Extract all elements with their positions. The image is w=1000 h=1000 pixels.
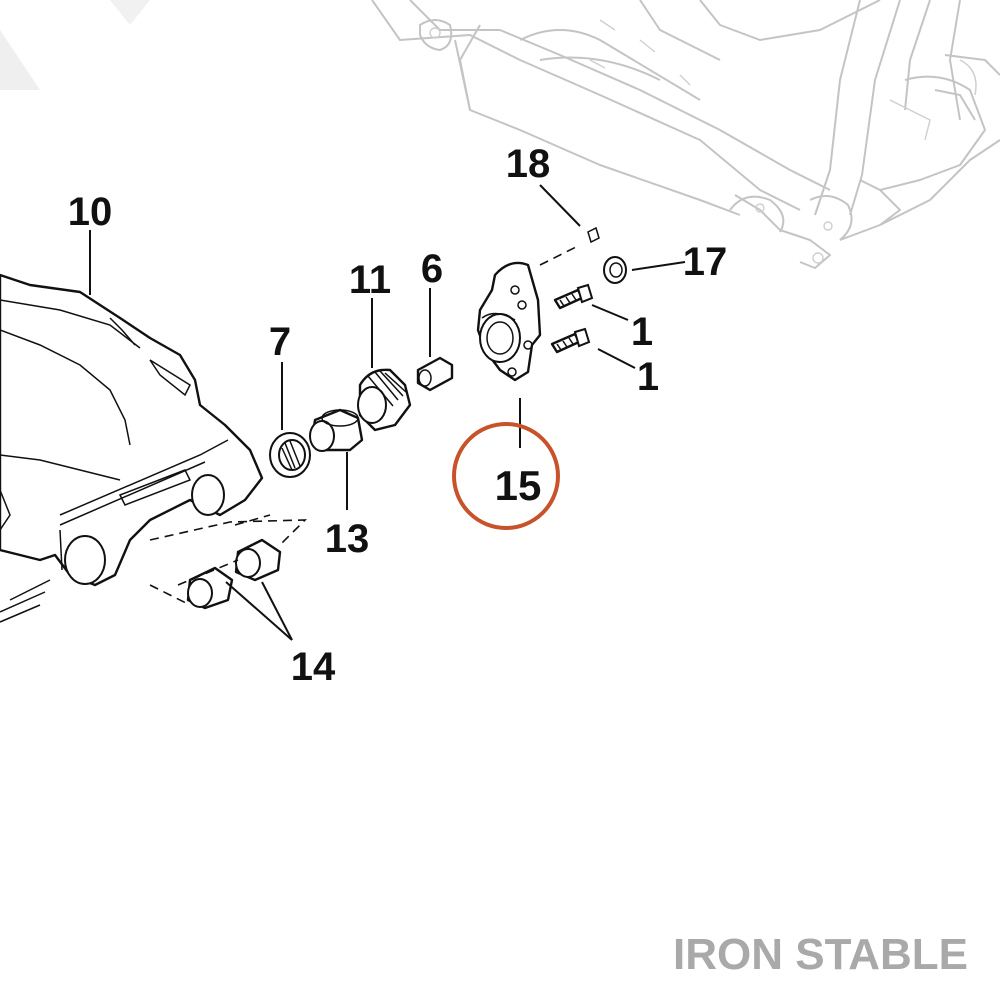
housing-part-11 xyxy=(357,368,412,432)
faint-corner-wedge xyxy=(0,0,150,90)
callout-13: 13 xyxy=(325,517,370,561)
frame-background-drawing xyxy=(371,0,1000,269)
callout-6: 6 xyxy=(421,247,443,291)
callout-1-upper: 1 xyxy=(631,310,653,354)
highlight-circle xyxy=(452,422,560,530)
callout-7: 7 xyxy=(269,320,291,364)
callout-14: 14 xyxy=(291,645,336,689)
callout-17: 17 xyxy=(683,240,728,284)
swingarm-part-10 xyxy=(0,273,264,623)
bolt-part-1-lower xyxy=(550,327,591,354)
bushing-part-13 xyxy=(309,408,364,452)
assembly-dashed-lines xyxy=(149,244,581,606)
callout-1-lower: 1 xyxy=(637,355,659,399)
callout-10: 10 xyxy=(68,190,113,234)
callout-11: 11 xyxy=(349,258,391,302)
nut-part-6 xyxy=(416,356,454,392)
bushings-part-14 xyxy=(186,538,282,610)
nut-part-17 xyxy=(603,256,627,284)
callout-15: 15 xyxy=(495,462,542,509)
leader-lines xyxy=(89,184,686,641)
screw-part-18 xyxy=(587,226,600,244)
bracket-part-15 xyxy=(476,261,542,382)
bolt-part-1-upper xyxy=(553,283,594,310)
callout-18: 18 xyxy=(506,142,551,186)
watermark-text: IRON STABLE xyxy=(673,930,968,979)
bearing-part-7 xyxy=(269,432,311,478)
